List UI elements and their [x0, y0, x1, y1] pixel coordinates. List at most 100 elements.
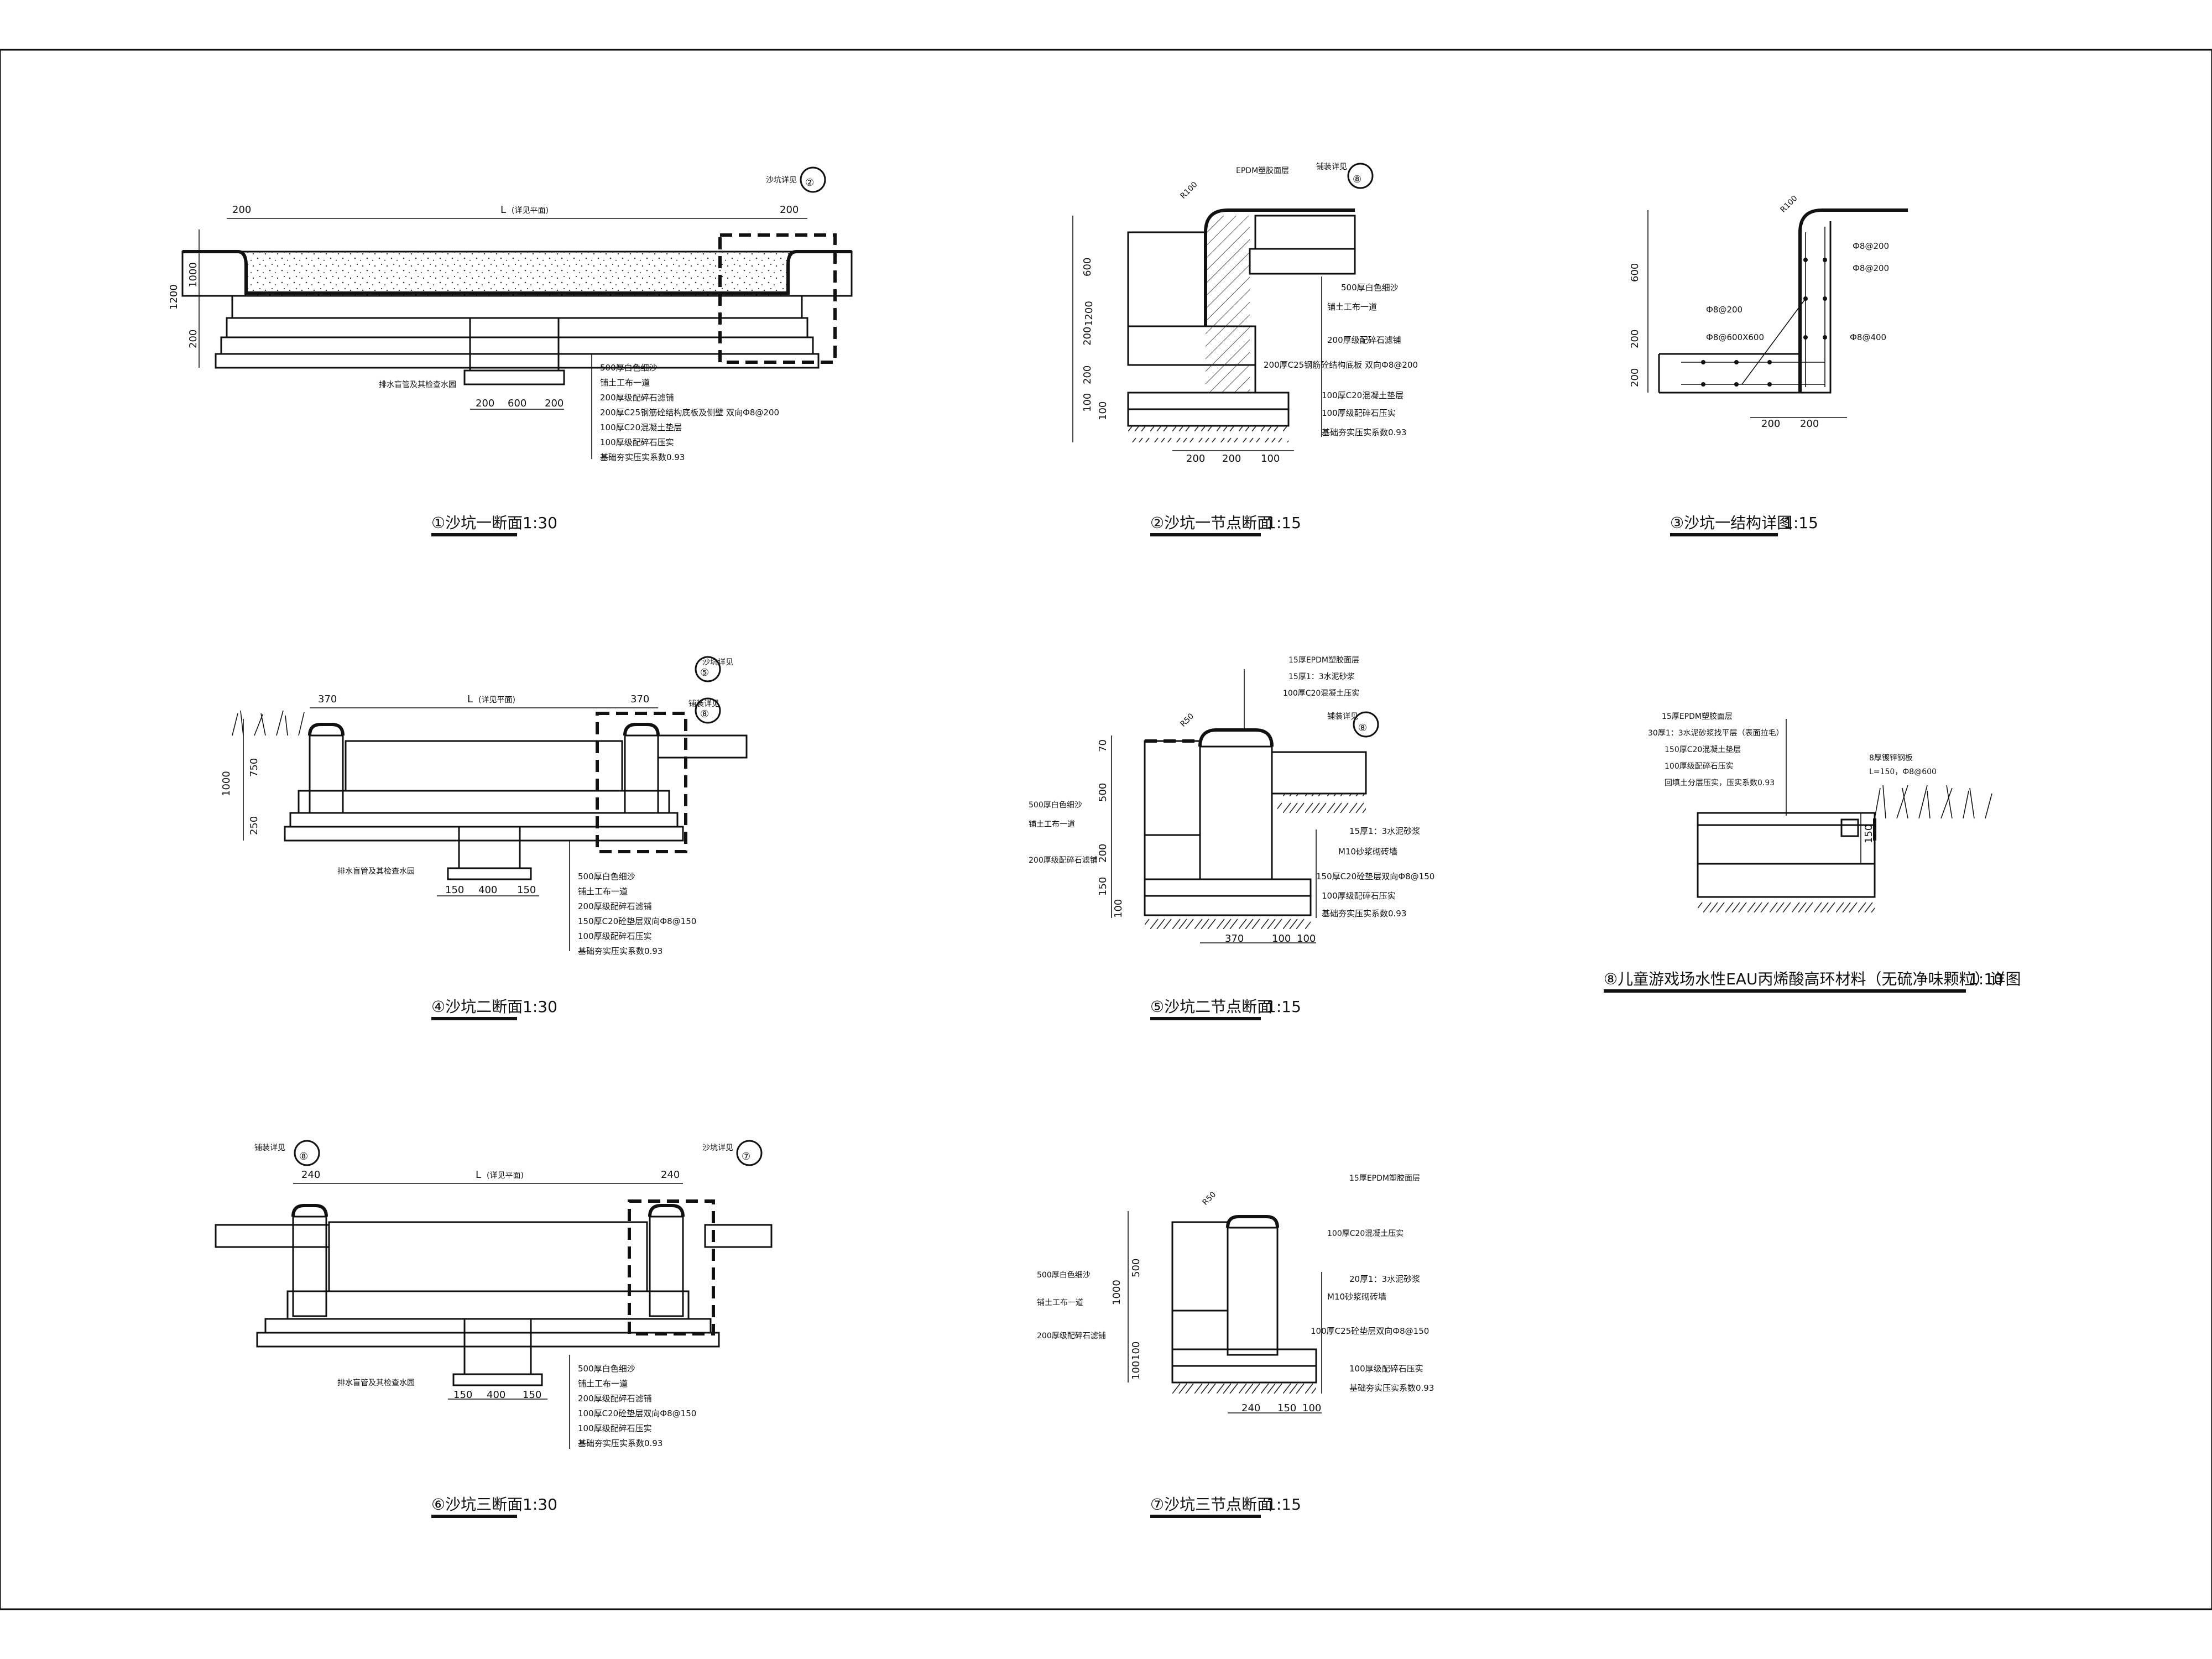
- svg-text:150厚C20混凝土垫层: 150厚C20混凝土垫层: [1665, 745, 1741, 754]
- svg-text:500厚白色细沙: 500厚白色细沙: [600, 363, 658, 373]
- svg-text:200厚级配碎石滤铺: 200厚级配碎石滤铺: [1029, 856, 1098, 865]
- svg-text:200厚级配碎石滤铺: 200厚级配碎石滤铺: [578, 1394, 652, 1404]
- svg-text:70: 70: [1097, 739, 1109, 752]
- svg-text:500: 500: [1130, 1259, 1142, 1277]
- svg-text:100厚级配碎石压实: 100厚级配碎石压实: [1322, 408, 1396, 418]
- detail-8-title: ⑧儿童游戏场水性EAU丙烯酸高环材料（无硫净味颗粒）详图: [1604, 970, 2021, 988]
- detail-4-section: 370 L (详见平面) 370 1000 750 250 150 400 15…: [221, 656, 748, 1020]
- svg-text:排水盲管及其检查水园: 排水盲管及其检查水园: [337, 1378, 415, 1387]
- svg-text:150厚C20砼垫层双向Ф8@150: 150厚C20砼垫层双向Ф8@150: [578, 916, 696, 926]
- svg-text:600: 600: [1629, 263, 1641, 282]
- svg-text:R50: R50: [1179, 712, 1196, 729]
- detail-7-section: 1000 500 100 100 240 150 100 R50 15厚EPDM…: [1037, 1173, 1434, 1518]
- svg-text:15厚1：3水泥砂浆: 15厚1：3水泥砂浆: [1349, 826, 1420, 836]
- svg-text:100: 100: [1272, 933, 1291, 945]
- svg-text:100: 100: [1130, 1361, 1142, 1380]
- svg-text:100厚级配碎石压实: 100厚级配碎石压实: [578, 1423, 652, 1433]
- svg-text:200厚级配碎石滤铺: 200厚级配碎石滤铺: [600, 393, 674, 403]
- svg-text:1:30: 1:30: [523, 514, 557, 532]
- svg-text:200: 200: [232, 204, 251, 216]
- svg-text:R100: R100: [1779, 194, 1799, 215]
- svg-text:R100: R100: [1179, 180, 1199, 201]
- svg-text:200厚级配碎石滤铺: 200厚级配碎石滤铺: [578, 901, 652, 911]
- svg-text:500厚白色细沙: 500厚白色细沙: [578, 872, 635, 881]
- svg-text:200: 200: [1761, 418, 1780, 430]
- svg-text:铺土工布一道: 铺土工布一道: [1029, 820, 1075, 829]
- svg-text:750: 750: [248, 758, 260, 777]
- svg-text:100厚级配碎石压实: 100厚级配碎石压实: [600, 437, 674, 447]
- svg-text:200: 200: [1186, 453, 1205, 465]
- detail-4-title: ④沙坑二断面: [431, 998, 523, 1016]
- svg-text:100: 100: [1130, 1342, 1142, 1360]
- svg-text:基础夯实压实系数0.93: 基础夯实压实系数0.93: [1349, 1383, 1434, 1393]
- svg-text:200: 200: [1222, 453, 1241, 465]
- svg-text:30厚1：3水泥砂浆找平层（表面拉毛）: 30厚1：3水泥砂浆找平层（表面拉毛）: [1648, 729, 1784, 738]
- svg-text:1:15: 1:15: [1266, 514, 1301, 532]
- detail-7-title: ⑦沙坑三节点断面: [1150, 1495, 1272, 1514]
- svg-text:200: 200: [1097, 844, 1109, 863]
- svg-text:L: L: [476, 1169, 481, 1181]
- svg-text:20厚1：3水泥砂浆: 20厚1：3水泥砂浆: [1349, 1274, 1420, 1284]
- detail-2-title: ②沙坑一节点断面: [1150, 514, 1272, 532]
- svg-text:150: 150: [517, 884, 536, 896]
- svg-text:500厚白色细沙: 500厚白色细沙: [1037, 1270, 1091, 1280]
- svg-text:M10砂浆砌砖墙: M10砂浆砌砖墙: [1338, 847, 1397, 857]
- svg-text:240: 240: [301, 1169, 320, 1181]
- svg-text:⑧: ⑧: [1358, 722, 1367, 734]
- svg-text:200: 200: [1800, 418, 1819, 430]
- sheet-frame: [0, 49, 2212, 1610]
- svg-text:100: 100: [1297, 933, 1316, 945]
- svg-text:500厚白色细沙: 500厚白色细沙: [1341, 283, 1399, 293]
- svg-text:100: 100: [1097, 401, 1109, 420]
- svg-text:600: 600: [1082, 258, 1093, 276]
- svg-text:1000: 1000: [221, 771, 232, 796]
- svg-text:150: 150: [523, 1389, 541, 1401]
- detail-5-title: ⑤沙坑二节点断面: [1150, 998, 1272, 1016]
- svg-text:200厚C25钢筋砼结构底板 双向Ф8@200: 200厚C25钢筋砼结构底板 双向Ф8@200: [1264, 360, 1418, 370]
- svg-text:Ф8@200: Ф8@200: [1853, 263, 1889, 273]
- svg-text:⑧: ⑧: [1353, 174, 1361, 185]
- svg-text:200厚级配碎石滤铺: 200厚级配碎石滤铺: [1327, 335, 1401, 345]
- svg-text:铺土工布一道: 铺土工布一道: [578, 1379, 628, 1389]
- detail-5-section: 70 500 200 150 100 370 100 100 R50 15厚EP…: [1029, 655, 1434, 1020]
- svg-text:200: 200: [1082, 327, 1093, 346]
- svg-text:1:30: 1:30: [523, 1495, 557, 1514]
- svg-text:200: 200: [476, 398, 494, 409]
- svg-text:200厚C25钢筋砼结构底板及侧壁 双向Ф8@200: 200厚C25钢筋砼结构底板及侧壁 双向Ф8@200: [600, 408, 779, 418]
- svg-text:1:30: 1:30: [523, 998, 557, 1016]
- svg-text:L=150，Ф8@600: L=150，Ф8@600: [1869, 768, 1937, 776]
- svg-text:⑧: ⑧: [700, 708, 709, 720]
- svg-text:Ф8@200: Ф8@200: [1706, 305, 1743, 315]
- svg-text:100: 100: [1082, 393, 1093, 412]
- svg-text:1200: 1200: [1083, 301, 1095, 326]
- svg-text:250: 250: [248, 816, 260, 835]
- svg-text:15厚EPDM塑胶面层: 15厚EPDM塑胶面层: [1349, 1173, 1420, 1183]
- svg-text:基础夯实压实系数0.93: 基础夯实压实系数0.93: [1322, 427, 1406, 437]
- svg-text:1000: 1000: [1111, 1280, 1123, 1305]
- svg-text:15厚EPDM塑胶面层: 15厚EPDM塑胶面层: [1662, 712, 1733, 721]
- svg-text:500: 500: [1097, 783, 1109, 802]
- svg-text:200厚级配碎石滤铺: 200厚级配碎石滤铺: [1037, 1332, 1106, 1340]
- svg-text:100: 100: [1113, 899, 1124, 918]
- svg-text:150厚C20砼垫层双向Ф8@150: 150厚C20砼垫层双向Ф8@150: [1316, 872, 1434, 881]
- svg-text:1:10: 1:10: [1969, 970, 2004, 988]
- svg-text:铺装详见: 铺装详见: [1327, 712, 1358, 721]
- svg-text:1:15: 1:15: [1266, 1495, 1301, 1514]
- svg-text:基础夯实压实系数0.93: 基础夯实压实系数0.93: [600, 452, 685, 462]
- svg-text:回填土分层压实，压实系数0.93: 回填土分层压实，压实系数0.93: [1665, 779, 1775, 787]
- svg-text:②: ②: [805, 177, 814, 189]
- svg-text:100厚C25砼垫层双向Ф8@150: 100厚C25砼垫层双向Ф8@150: [1311, 1326, 1429, 1336]
- svg-text:L: L: [500, 204, 506, 216]
- svg-text:100厚级配碎石压实: 100厚级配碎石压实: [1322, 891, 1396, 901]
- detail-3-title: ③沙坑一结构详图: [1670, 514, 1792, 532]
- svg-text:⑤: ⑤: [700, 667, 709, 679]
- svg-text:EPDM塑胶面层: EPDM塑胶面层: [1236, 166, 1289, 175]
- svg-text:1000: 1000: [187, 262, 199, 288]
- svg-text:100厚级配碎石压实: 100厚级配碎石压实: [1349, 1364, 1423, 1374]
- detail-6-title: ⑥沙坑三断面: [431, 1495, 523, 1514]
- svg-text:8厚镀锌钢板: 8厚镀锌钢板: [1869, 753, 1913, 763]
- callout-box: [718, 233, 837, 364]
- svg-text:铺装详见: 铺装详见: [254, 1144, 285, 1152]
- svg-text:(详见平面): (详见平面): [487, 1171, 524, 1180]
